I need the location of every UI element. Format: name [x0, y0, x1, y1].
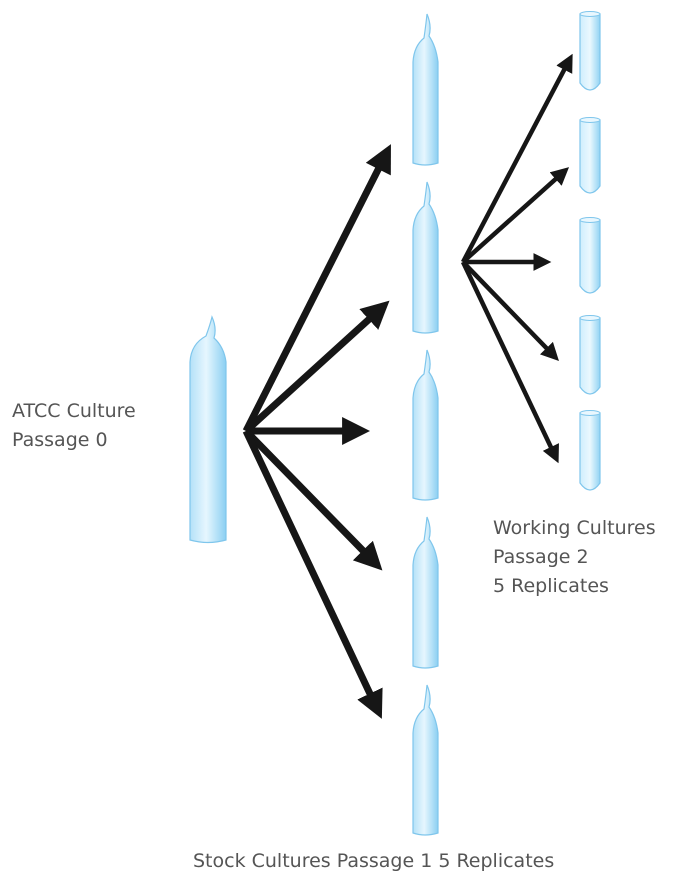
working-tube-4: [579, 315, 601, 395]
stock-flask-2: [412, 181, 439, 334]
secondary-arrow-4: [461, 260, 559, 362]
working-tube-2: [579, 117, 601, 194]
working-tube-5: [579, 410, 601, 491]
secondary-arrow-5: [460, 261, 559, 464]
primary-arrow-2: [243, 300, 390, 434]
stock-cultures-label: Stock Cultures Passage 1 5 Replicates: [193, 847, 554, 876]
working-cultures-label: Working Cultures Passage 2 5 Replicates: [493, 514, 656, 601]
working-tube-column: [579, 11, 601, 491]
secondary-arrow-group: [460, 53, 573, 464]
stock-flask-5: [412, 684, 439, 836]
working-tube-1: [579, 11, 601, 91]
stock-flask-3: [412, 349, 439, 501]
secondary-arrow-1: [461, 53, 573, 264]
stock-cultures-text: Stock Cultures Passage 1 5 Replicates: [193, 850, 555, 872]
source-culture-name: ATCC Culture: [12, 400, 136, 422]
primary-arrow-5: [242, 429, 383, 719]
source-culture-passage: Passage 0: [12, 429, 108, 451]
stock-flask-1: [412, 13, 439, 166]
stock-flask-column: [412, 13, 439, 836]
primary-arrow-group: [242, 144, 391, 719]
working-cultures-replicates: 5 Replicates: [493, 575, 609, 597]
source-culture-label: ATCC Culture Passage 0: [12, 397, 136, 455]
working-cultures-name: Working Cultures: [493, 517, 656, 539]
secondary-arrow-2: [461, 167, 570, 264]
primary-arrow-4: [243, 428, 383, 571]
working-tube-3: [579, 217, 601, 294]
working-cultures-passage: Passage 2: [493, 546, 589, 568]
primary-arrow-1: [242, 144, 391, 433]
stock-flask-4: [412, 516, 439, 669]
source-flask: [189, 315, 227, 544]
